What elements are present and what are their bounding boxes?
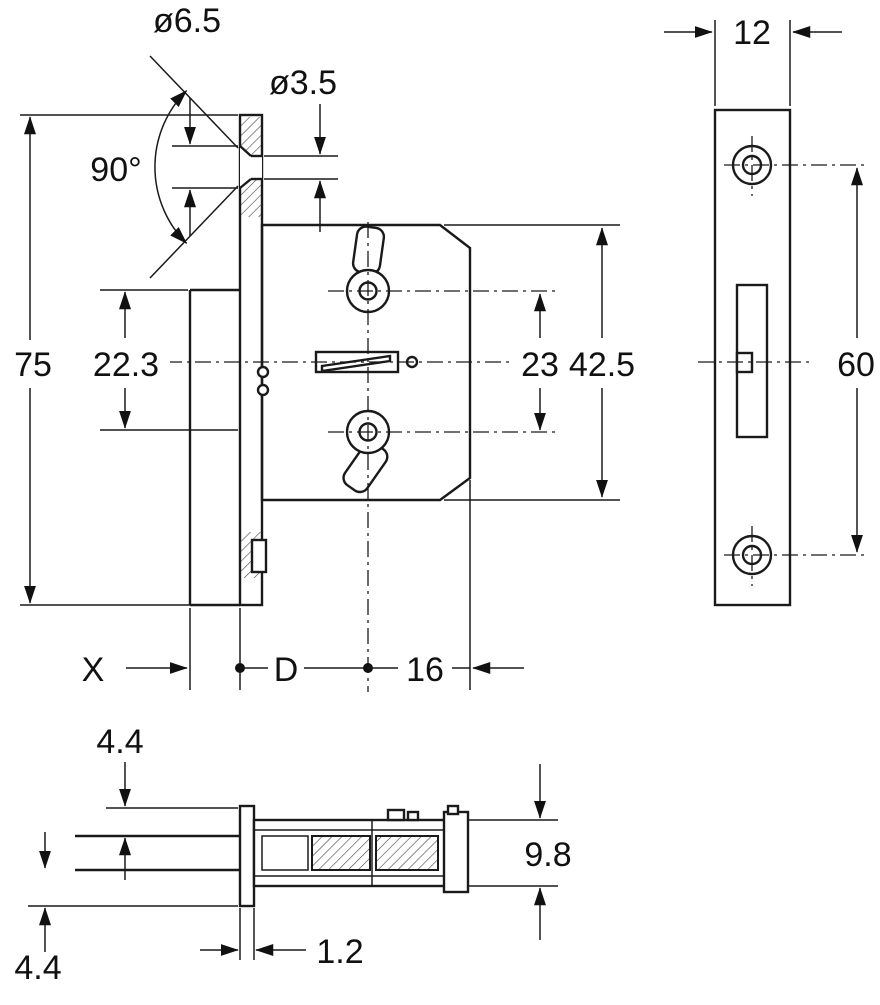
side-view: 12 60 (664, 14, 875, 607)
follower-hub-section (261, 835, 309, 871)
dim-plate-width (664, 20, 842, 106)
end-block (442, 810, 470, 894)
dim-case-depth (468, 764, 558, 940)
dim-label-offset-left: 22.3 (93, 346, 159, 384)
lower-boss (250, 538, 268, 574)
dim-countersink (149, 55, 239, 279)
dim-label-countersink-dia: ø6.5 (153, 2, 221, 40)
dim-label-backset: 16 (406, 651, 444, 689)
top-lug-left (386, 808, 406, 822)
dim-bottom-offset (28, 832, 238, 952)
dim-label-screw-spacing: 60 (837, 346, 875, 384)
mechanism-block-right (375, 835, 439, 871)
lock-body-left (188, 288, 240, 607)
top-lug-right (406, 810, 420, 822)
dim-case-height (444, 224, 620, 501)
dim-label-hole-dia: ø3.5 (269, 64, 337, 102)
dim-label-x: X (82, 651, 105, 689)
dim-label-bottom-offset: 4.4 (14, 949, 61, 987)
dim-label-case-height: 42.5 (569, 346, 635, 384)
dim-label-top-offset: 4.4 (96, 723, 143, 761)
top-follower (345, 225, 391, 314)
bottom-follower (342, 409, 391, 494)
key-slot (314, 350, 419, 374)
lock-case (260, 223, 472, 502)
dim-label-plate-width: 12 (733, 14, 771, 52)
dim-label-case-depth: 9.8 (524, 836, 571, 874)
dim-label-plate-height: 75 (14, 346, 52, 384)
latch-bump-upper (256, 365, 270, 379)
bottom-section-view: 4.4 9.8 1.2 4.4 (14, 723, 571, 987)
front-view: ø6.5 ø3.5 90° 75 22.3 23 42.5 X D 16 (14, 2, 646, 692)
faceplate-section (238, 804, 256, 908)
dim-plate-height (20, 114, 238, 606)
dim-hole (264, 104, 338, 232)
dim-label-countersink-angle: 90° (90, 151, 141, 189)
dim-plate-thickness (200, 908, 306, 960)
dim-offset-left (100, 289, 238, 431)
dim-label-plate-thickness: 1.2 (316, 933, 363, 971)
mechanism-block-left (311, 835, 371, 871)
dim-top-offset (106, 762, 238, 880)
dim-backset-row (126, 480, 524, 690)
dim-label-follower-spacing: 23 (521, 346, 559, 384)
end-block-lug (446, 804, 460, 816)
dim-label-d: D (274, 651, 299, 689)
countersunk-hole (239, 145, 262, 189)
latch-bump-lower (256, 383, 270, 397)
